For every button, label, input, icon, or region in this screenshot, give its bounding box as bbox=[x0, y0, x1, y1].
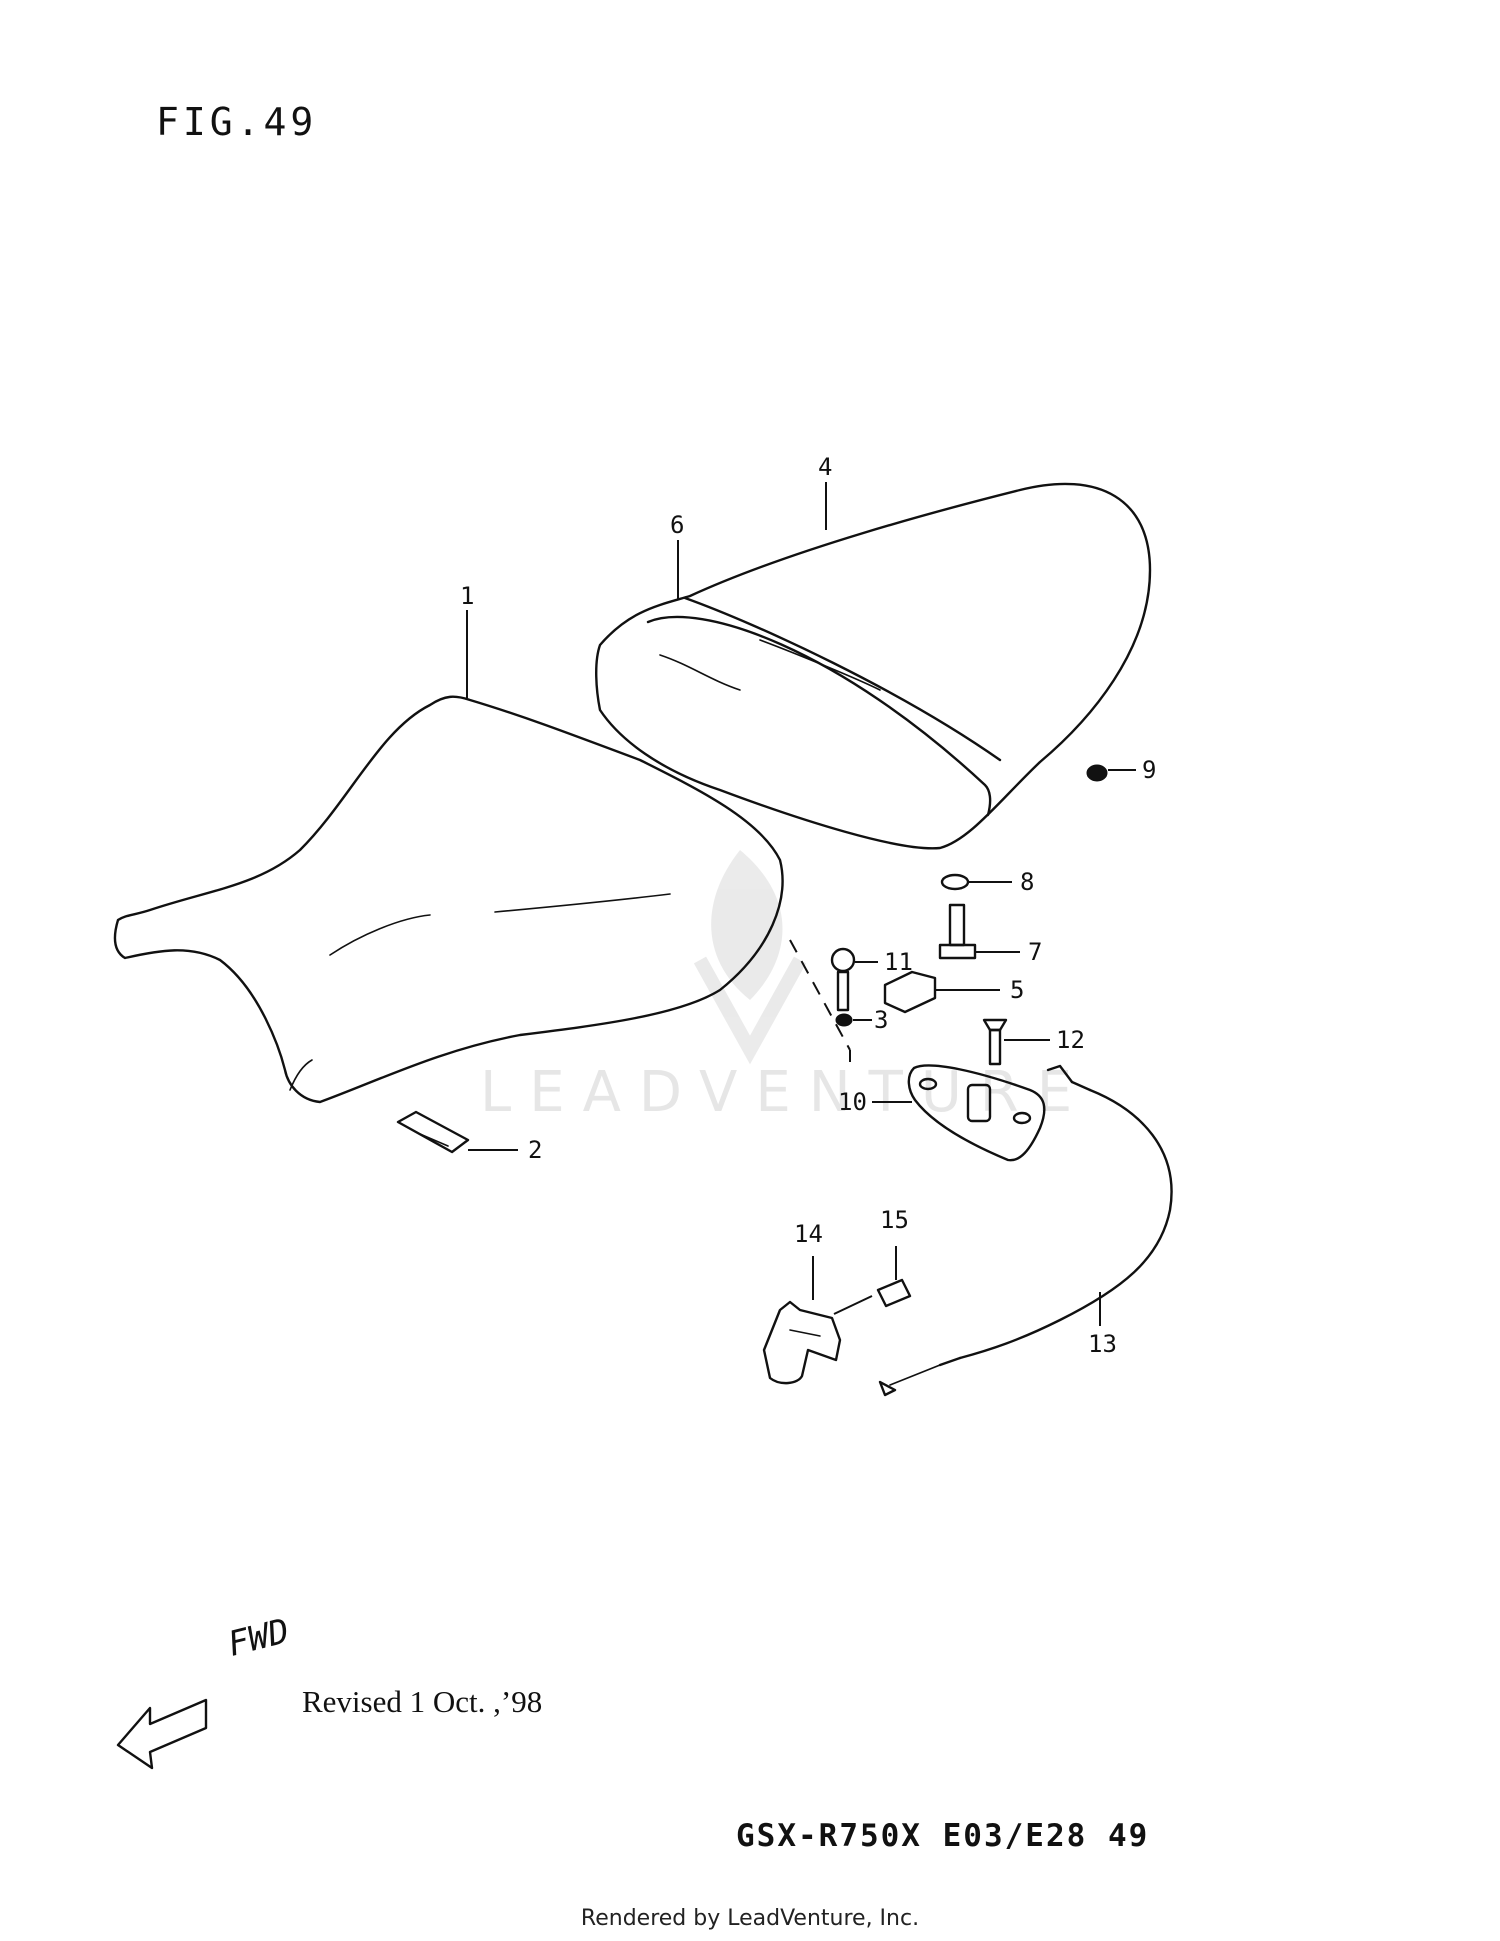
callout-12: 12 bbox=[1056, 1026, 1085, 1054]
callout-9: 9 bbox=[1142, 756, 1156, 784]
callout-6: 6 bbox=[670, 511, 684, 539]
callout-4: 4 bbox=[818, 453, 832, 481]
model-code: GSX-R750X E03/E28 49 bbox=[736, 1818, 1150, 1854]
assembly-line bbox=[789, 939, 851, 1062]
callout-2: 2 bbox=[528, 1136, 542, 1164]
seat-lock-part: 14 bbox=[762, 1220, 842, 1385]
render-credit: Rendered by LeadVenture, Inc. bbox=[580, 1906, 920, 1931]
grommet-part: 3 bbox=[835, 1006, 888, 1034]
bolt-11-part: 11 bbox=[830, 947, 913, 1012]
front-seat-part: 1 bbox=[113, 582, 784, 1104]
latch-part: 5 bbox=[883, 970, 1024, 1014]
callout-14: 14 bbox=[794, 1220, 823, 1248]
bolt-7-part: 7 bbox=[938, 903, 1042, 966]
callout-11: 11 bbox=[884, 948, 913, 976]
rear-seat-part: 4 bbox=[595, 453, 1152, 850]
callout-3: 3 bbox=[874, 1006, 888, 1034]
forward-arrow-icon bbox=[116, 1698, 208, 1770]
watermark-logo bbox=[693, 850, 807, 1065]
screw-part: 12 bbox=[982, 1018, 1085, 1066]
figure-title: FIG.49 bbox=[156, 100, 318, 144]
watermark-text: LEADVENTURE bbox=[480, 1060, 1091, 1125]
decal-part: 2 bbox=[396, 1110, 542, 1164]
callout-10: 10 bbox=[838, 1088, 867, 1116]
callout-8: 8 bbox=[1020, 868, 1034, 896]
release-cable-part: 13 bbox=[878, 1064, 1173, 1397]
callout-1: 1 bbox=[460, 582, 474, 610]
bolt-15-part: 15 bbox=[833, 1206, 912, 1315]
callout-7: 7 bbox=[1028, 938, 1042, 966]
revision-note: Revised 1 Oct. ,’98 bbox=[302, 1684, 543, 1719]
callout-15: 15 bbox=[880, 1206, 909, 1234]
cushion-part: 9 bbox=[1086, 756, 1156, 784]
callout-5: 5 bbox=[1010, 976, 1024, 1004]
seat-hinge-part: 6 bbox=[670, 511, 684, 600]
lock-bracket-part: 10 bbox=[838, 1064, 1046, 1162]
callout-13: 13 bbox=[1088, 1330, 1117, 1358]
washer-part: 8 bbox=[940, 868, 1034, 896]
